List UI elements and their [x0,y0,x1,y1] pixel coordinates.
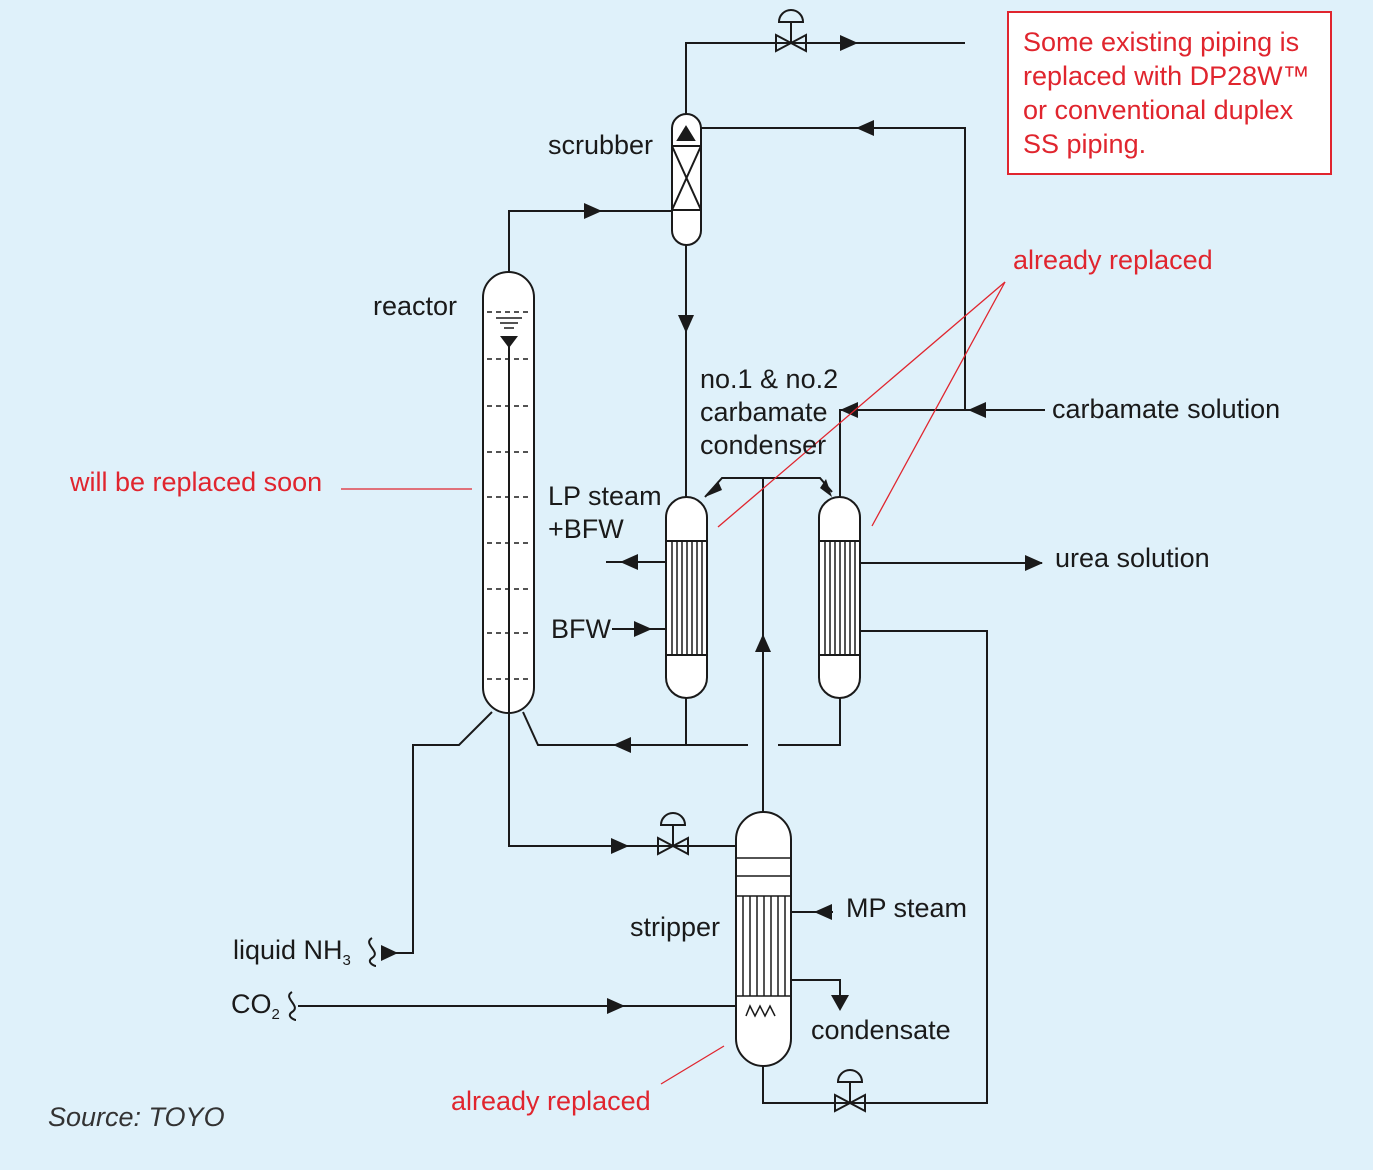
source-credit: Source: TOYO [48,1102,225,1132]
flow-arrows [381,35,1043,1014]
reactor-label: reactor [373,291,458,321]
scrubber-label: scrubber [548,130,654,160]
mp-steam-label: MP steam [846,893,968,923]
annotation-leader-lines [341,281,1006,1085]
co2-label: CO2 [231,988,280,1023]
piping-note-line: replaced with DP28W™ [1023,61,1310,91]
lp-steam-label-line: +BFW [548,514,624,544]
condensers-replaced-annotation: already replaced [1013,245,1213,275]
liquid-nh3-text: liquid NH [233,935,343,965]
stripper-replaced-annotation: already replaced [451,1086,651,1116]
piping-note-line: SS piping. [1023,129,1147,159]
piping-note-box: Some existing piping is replaced with DP… [1007,11,1332,175]
reactor-status-annotation: will be replaced soon [70,467,323,497]
condenser-label-line: no.1 & no.2 [700,364,839,394]
scrubber-vessel [671,113,702,246]
liquid-nh3-subscript: 3 [342,952,351,969]
piping-note-line: Some existing piping is [1023,27,1300,57]
lp-steam-label-line: LP steam [548,481,662,511]
condenser-2 [818,496,861,699]
condenser-label-line: condenser [700,430,827,460]
urea-solution-label: urea solution [1055,543,1210,573]
control-valve-reactor-outlet [657,812,689,856]
condensate-label: condensate [811,1015,951,1045]
control-valve-vent [775,9,807,53]
liquid-nh3-label: liquid NH3 [233,934,351,969]
carbamate-solution-label: carbamate solution [1052,394,1281,424]
condenser-1 [665,496,708,699]
co2-text: CO [231,989,272,1019]
co2-subscript: 2 [271,1006,280,1023]
stripper-vessel [735,811,792,1067]
piping-note-line: or conventional duplex [1023,95,1294,125]
stripper-label: stripper [630,912,721,942]
condenser-label: no.1 & no.2 carbamate condenser [700,363,838,462]
control-valve-stripper-bottom [834,1069,866,1113]
lp-steam-label: LP steam +BFW [548,480,662,546]
reactor-vessel [482,271,535,714]
bfw-label: BFW [551,614,611,644]
condenser-label-line: carbamate [700,397,828,427]
control-valves [657,9,866,1113]
